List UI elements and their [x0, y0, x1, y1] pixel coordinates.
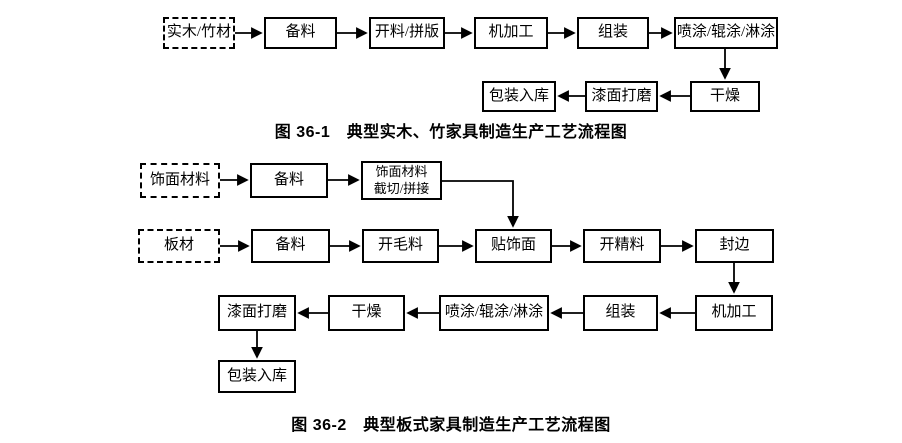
- flow2-node-drying: 干燥: [328, 295, 405, 331]
- flow2-node-panel-prepare: 备料: [251, 229, 330, 263]
- flow2-node-veneer-cutting-line2: 截切/拼接: [373, 180, 430, 196]
- flow1-node-machining: 机加工: [474, 17, 548, 49]
- flow2-node-veneer-cutting-line1: 饰面材料: [375, 163, 428, 179]
- flow2-node-veneer-material: 饰面材料: [140, 163, 220, 198]
- flow1-node-drying: 干燥: [690, 81, 760, 112]
- flow2-node-edge-banding: 封边: [695, 229, 774, 263]
- flow1-node-assembly: 组装: [577, 17, 649, 49]
- flow2-node-machining: 机加工: [695, 295, 773, 331]
- flow2-node-veneering: 贴饰面: [475, 229, 552, 263]
- flow1-node-coating: 喷涂/辊涂/淋涂: [674, 17, 778, 49]
- flow2-node-sanding: 漆面打磨: [218, 295, 296, 331]
- flow1-node-sanding: 漆面打磨: [585, 81, 658, 112]
- flow2-node-assembly: 组装: [583, 295, 658, 331]
- flow2-node-coating: 喷涂/辊涂/淋涂: [439, 295, 549, 331]
- flow2-node-veneer-cutting: 饰面材料 截切/拼接: [361, 161, 442, 200]
- figure1-caption: 图 36-1 典型实木、竹家具制造生产工艺流程图: [274, 124, 628, 141]
- flow2-node-packing: 包装入库: [218, 360, 296, 393]
- flow1-node-cutting: 开料/拼版: [369, 17, 445, 49]
- flow2-node-veneer-prepare: 备料: [250, 163, 328, 198]
- flow2-node-fine-cutting: 开精料: [583, 229, 661, 263]
- flow1-node-packing: 包装入库: [482, 81, 556, 112]
- flow1-node-raw-material: 实木/竹材: [163, 17, 235, 49]
- flow2-node-rough-cutting: 开毛料: [362, 229, 439, 263]
- figure2-caption: 图 36-2 典型板式家具制造生产工艺流程图: [291, 417, 611, 434]
- flow2-node-panel-material: 板材: [138, 229, 220, 263]
- arrow-f2-veneer-cutting-to-veneering: [442, 180, 519, 228]
- flow1-node-prepare: 备料: [264, 17, 337, 49]
